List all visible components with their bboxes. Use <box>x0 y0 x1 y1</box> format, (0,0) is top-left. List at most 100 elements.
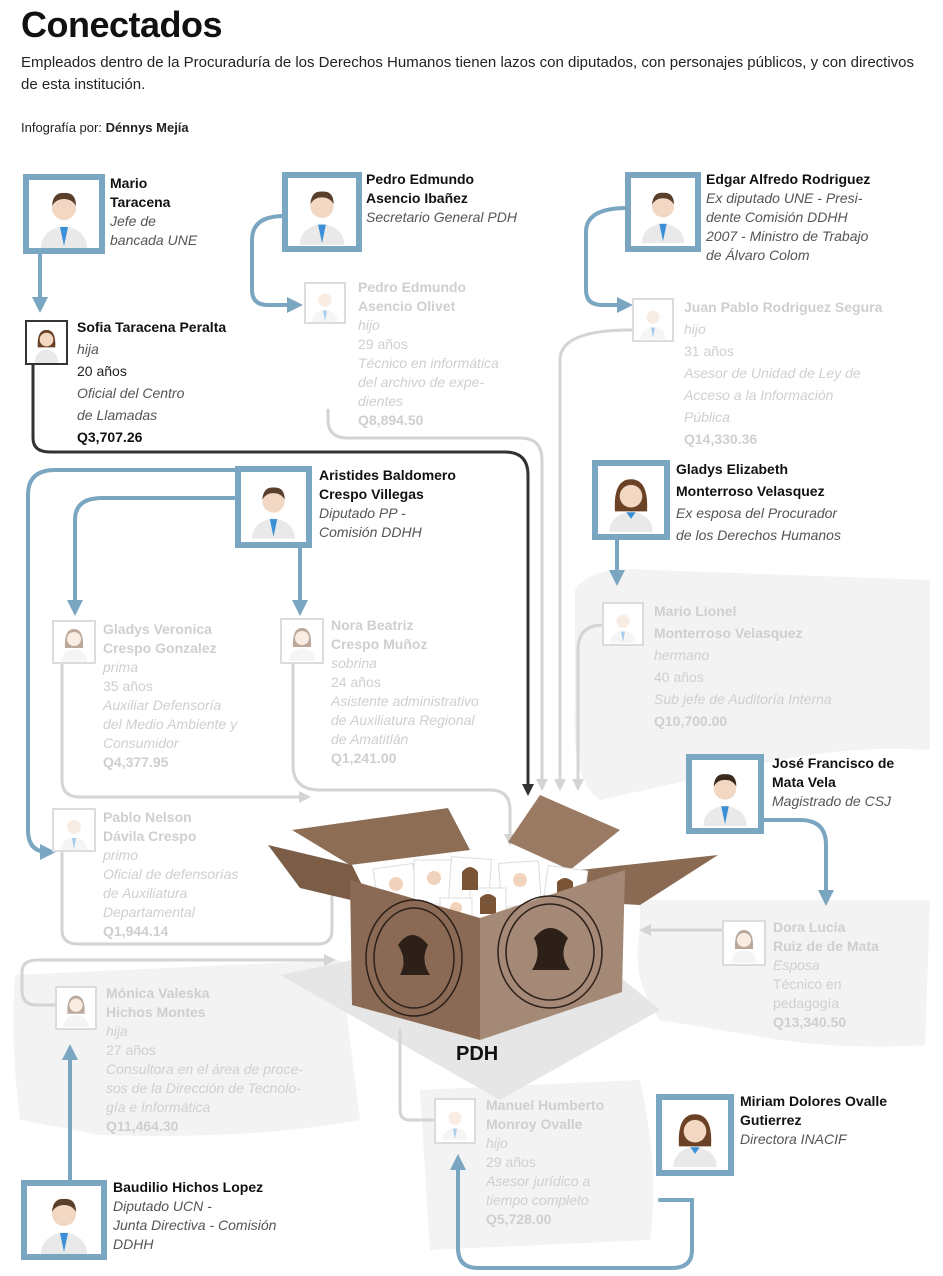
person-role: Secretario General PDH <box>366 209 517 225</box>
person-job: Pública <box>684 409 730 425</box>
person-name: Crespo Gonzalez <box>103 640 217 656</box>
person-job: de Llamadas <box>77 407 158 423</box>
person-role: Diputado UCN - <box>113 1198 212 1214</box>
person-role: DDHH <box>113 1236 154 1252</box>
person-name: Manuel Humberto <box>486 1097 605 1113</box>
person-name: Nora Beatriz <box>331 617 414 633</box>
avatar-jose-de-mata <box>686 754 764 834</box>
person-job: Sub jefe de Auditoría Interna <box>654 691 832 707</box>
person-juan-pablo-rodriguez: Juan Pablo Rodriguez Segura hijo 31 años… <box>684 296 882 450</box>
person-job: Técnico en <box>773 976 842 992</box>
woman-avatar-icon <box>662 1102 728 1168</box>
person-relation: primo <box>103 847 139 863</box>
woman-avatar-icon <box>598 467 664 533</box>
person-job: de Auxiliatura <box>103 885 188 901</box>
person-edgar-rodriguez: Edgar Alfredo Rodriguez Ex diputado UNE … <box>706 170 870 265</box>
person-mario-monterroso: Mario Lionel Monterroso Velasquez herman… <box>654 600 832 732</box>
person-role: Comisión DDHH <box>319 524 422 540</box>
man-avatar-icon <box>54 810 94 850</box>
person-role: Diputado PP - <box>319 505 406 521</box>
person-name: Mata Vela <box>772 774 836 790</box>
person-job: sos de la Dirección de Tecnolo- <box>106 1080 301 1096</box>
person-name: Ruiz de de Mata <box>773 938 879 954</box>
person-role: de los Derechos Humanos <box>676 527 841 543</box>
person-name: Aristides Baldomero <box>319 467 456 483</box>
avatar-mario-monterroso <box>602 602 644 646</box>
person-relation: hermano <box>654 647 710 663</box>
person-role: de Álvaro Colom <box>706 247 810 263</box>
pdh-box <box>268 795 718 1040</box>
person-relation: hijo <box>358 317 380 333</box>
avatar-miriam-ovalle <box>656 1094 734 1176</box>
person-salary: Q13,340.50 <box>773 1014 847 1030</box>
person-age: 29 años <box>358 336 408 352</box>
person-role: Jefe de <box>110 213 156 229</box>
person-job: del Medio Ambiente y <box>103 716 238 732</box>
person-name: Dávila Crespo <box>103 828 197 844</box>
avatar-gladys-crespo <box>52 620 96 664</box>
person-age: 31 años <box>684 343 734 359</box>
avatar-nora-crespo <box>280 618 324 664</box>
person-monica-hichos: Mónica Valeska Hichos Montes hija 27 año… <box>106 984 303 1136</box>
person-relation: hijo <box>486 1135 508 1151</box>
person-age: 24 años <box>331 674 381 690</box>
person-gladys-crespo: Gladys Veronica Crespo Gonzalez prima 35… <box>103 620 237 772</box>
person-name: Juan Pablo Rodriguez Segura <box>684 299 883 315</box>
person-job: Asesor jurídico a <box>486 1173 591 1189</box>
avatar-sofia-taracena <box>25 320 68 365</box>
person-relation: hija <box>77 341 99 357</box>
person-pablo-davila: Pablo Nelson Dávila Crespo primo Oficial… <box>103 808 238 941</box>
avatar-mario-taracena <box>23 174 105 254</box>
person-job: Oficial del Centro <box>77 385 185 401</box>
person-job: dientes <box>358 393 404 409</box>
person-gladys-monterroso: Gladys Elizabeth Monterroso Velasquez Ex… <box>676 458 841 546</box>
credit-line: Infografía por: Dénnys Mejía <box>21 120 189 135</box>
person-role: dente Comisión DDHH <box>706 209 848 225</box>
man-avatar-icon <box>29 180 99 248</box>
person-job: Departamental <box>103 904 195 920</box>
person-name: Monterroso Velasquez <box>654 625 803 641</box>
person-job: de Amatitlán <box>331 731 409 747</box>
person-salary: Q5,728.00 <box>486 1211 552 1227</box>
person-mario-taracena: Mario Taracena Jefe de bancada UNE <box>110 174 197 250</box>
man-avatar-icon <box>631 180 695 244</box>
page-title: Conectados <box>21 4 223 45</box>
person-name: Gladys Veronica <box>103 621 212 637</box>
person-name: Baudilio Hichos Lopez <box>113 1179 264 1195</box>
person-job: Oficial de defensorías <box>103 866 239 882</box>
person-salary: Q3,707.26 <box>77 429 143 445</box>
person-relation: hija <box>106 1023 128 1039</box>
person-name: Monterroso Velasquez <box>676 483 825 499</box>
person-dora-ruiz: Dora Lucía Ruiz de de Mata Esposa Técnic… <box>773 918 879 1032</box>
avatar-monica-hichos <box>55 986 97 1030</box>
person-nora-crespo: Nora Beatriz Crespo Muñoz sobrina 24 año… <box>331 616 479 768</box>
person-relation: Esposa <box>773 957 820 973</box>
person-name: Pablo Nelson <box>103 809 192 825</box>
person-baudilio-hichos: Baudilio Hichos Lopez Diputado UCN - Jun… <box>113 1178 276 1254</box>
person-name: Mario <box>110 175 148 191</box>
person-job: Asesor de Unidad de Ley de <box>684 365 861 381</box>
person-relation: prima <box>103 659 139 675</box>
person-salary: Q8,894.50 <box>358 412 424 428</box>
person-name: Pedro Edmundo <box>366 171 475 187</box>
person-role: Ex esposa del Procurador <box>676 505 838 521</box>
person-job: Asistente administrativo <box>331 693 479 709</box>
person-aristides-crespo: Aristides Baldomero Crespo Villegas Dipu… <box>319 466 456 542</box>
person-job: Consumidor <box>103 735 179 751</box>
person-salary: Q1,944.14 <box>103 923 169 939</box>
person-relation: hijo <box>684 321 706 337</box>
avatar-baudilio-hichos <box>21 1180 107 1260</box>
person-job: gía e Informática <box>106 1099 211 1115</box>
woman-avatar-icon <box>282 621 322 661</box>
person-sofia-taracena: Sofia Taracena Peralta hija 20 años Ofic… <box>77 316 226 448</box>
person-job: Consultora en el área de proce- <box>106 1061 303 1077</box>
person-job: pedagogía <box>773 995 840 1011</box>
avatar-dora-ruiz <box>722 920 766 966</box>
person-name: Asencio Ibañez <box>366 190 468 206</box>
person-salary: Q10,700.00 <box>654 713 728 729</box>
avatar-manuel-monroy <box>434 1098 476 1144</box>
avatar-gladys-monterroso <box>592 460 670 540</box>
avatar-juan-pablo-rodriguez <box>632 298 674 342</box>
person-role: Ex diputado UNE - Presi- <box>706 190 863 206</box>
person-role: Directora INACIF <box>740 1131 847 1147</box>
